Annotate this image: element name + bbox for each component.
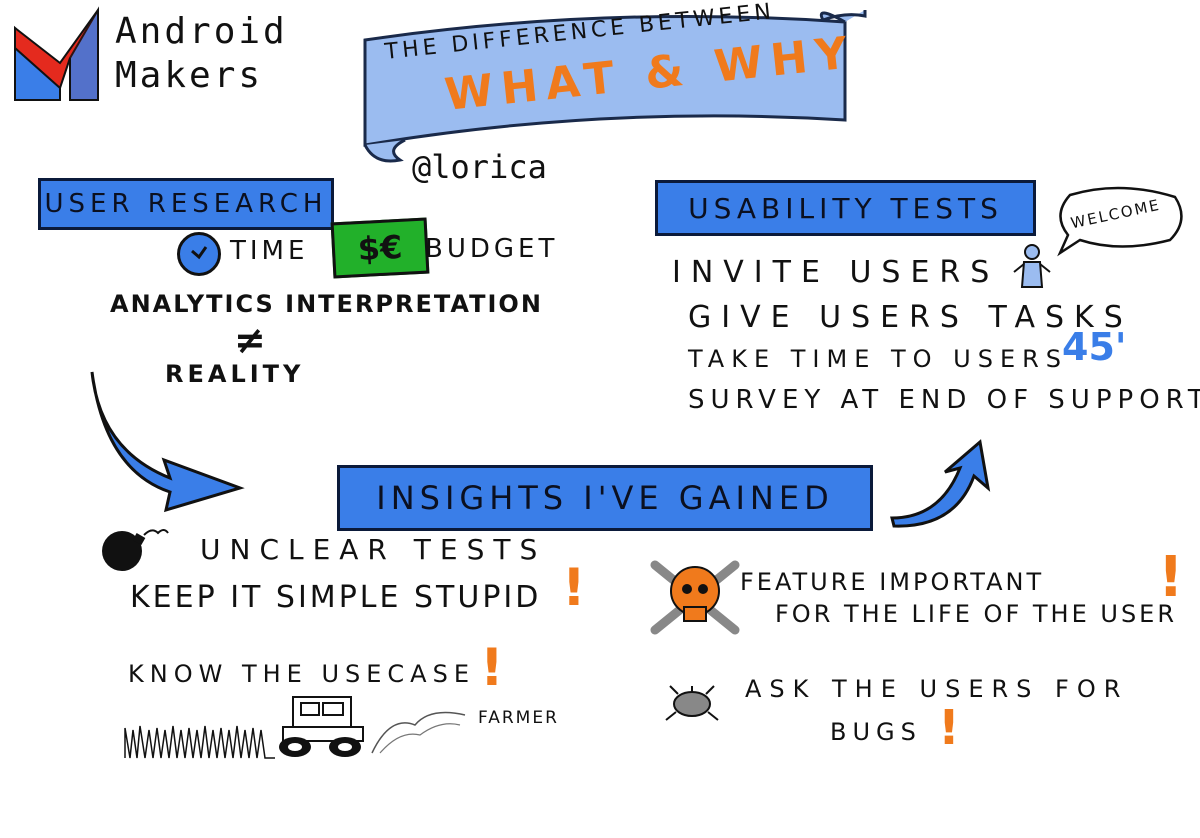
logo-icon <box>14 6 99 101</box>
dust-cloud-icon <box>371 711 466 754</box>
usability-item-2: GIVE USERS TASKS <box>688 300 1133 335</box>
usecase-label: KNOW THE USECASE <box>128 660 475 688</box>
money-icon: $€ <box>330 217 430 279</box>
unclear-tests-label: UNCLEAR TESTS <box>200 533 547 566</box>
logo-text: Android Makers <box>115 10 288 98</box>
bomb-icon <box>102 529 169 571</box>
usability-item-3: TAKE TIME TO USERS <box>688 345 1069 373</box>
arrow-up-right-icon <box>890 439 991 528</box>
clock-icon <box>177 232 221 276</box>
usecase-exclamation: ! <box>480 638 504 698</box>
farmer-label: FARMER <box>478 708 559 728</box>
logo-line-2: Makers <box>115 55 264 96</box>
analytics-label: ANALYTICS INTERPRETATION <box>110 290 543 318</box>
feature-exclamation: ! <box>1158 545 1184 610</box>
duration-label: 45' <box>1062 325 1127 369</box>
reality-label: REALITY <box>165 360 305 388</box>
user-research-title: USER RESEARCH <box>44 189 328 219</box>
feature-line-1: FEATURE IMPORTANT <box>740 568 1045 596</box>
usability-item-1: INVITE USERS <box>672 255 1000 290</box>
usability-tests-title: USABILITY TESTS <box>688 191 1003 225</box>
insights-box: INSIGHTS I'VE GAINED <box>337 465 873 531</box>
field-grass-icon <box>124 725 275 759</box>
user-research-box: USER RESEARCH <box>38 178 334 230</box>
feature-line-2: FOR THE LIFE OF THE USER <box>775 600 1178 628</box>
logo-line-1: Android <box>115 11 288 52</box>
tractor-icon <box>279 696 364 757</box>
bugs-exclamation: ! <box>938 700 960 756</box>
money-symbols: $€ <box>356 227 404 269</box>
speech-bubble-icon <box>1057 186 1183 257</box>
title-banner <box>363 10 867 163</box>
kiss-label: KEEP IT SIMPLE STUPID <box>130 580 542 615</box>
bug-icon <box>665 685 719 721</box>
not-equal-sign: ≠ <box>234 318 266 362</box>
insights-title: INSIGHTS I'VE GAINED <box>376 479 834 517</box>
kiss-exclamation: ! <box>562 558 586 618</box>
budget-label: BUDGET <box>425 234 559 264</box>
skull-crossbones-icon <box>650 560 740 635</box>
android-makers-logo <box>10 6 105 101</box>
usability-item-4: SURVEY AT END OF SUPPORT <box>688 385 1200 415</box>
ask-users-label: ASK THE USERS FOR <box>745 675 1129 703</box>
person-icon <box>1013 244 1051 288</box>
author-handle: @lorica <box>412 148 547 186</box>
time-label: TIME <box>230 236 309 266</box>
bugs-label: BUGS <box>830 718 922 746</box>
arrow-down-right-icon <box>90 371 245 513</box>
usability-tests-box: USABILITY TESTS <box>655 180 1036 236</box>
